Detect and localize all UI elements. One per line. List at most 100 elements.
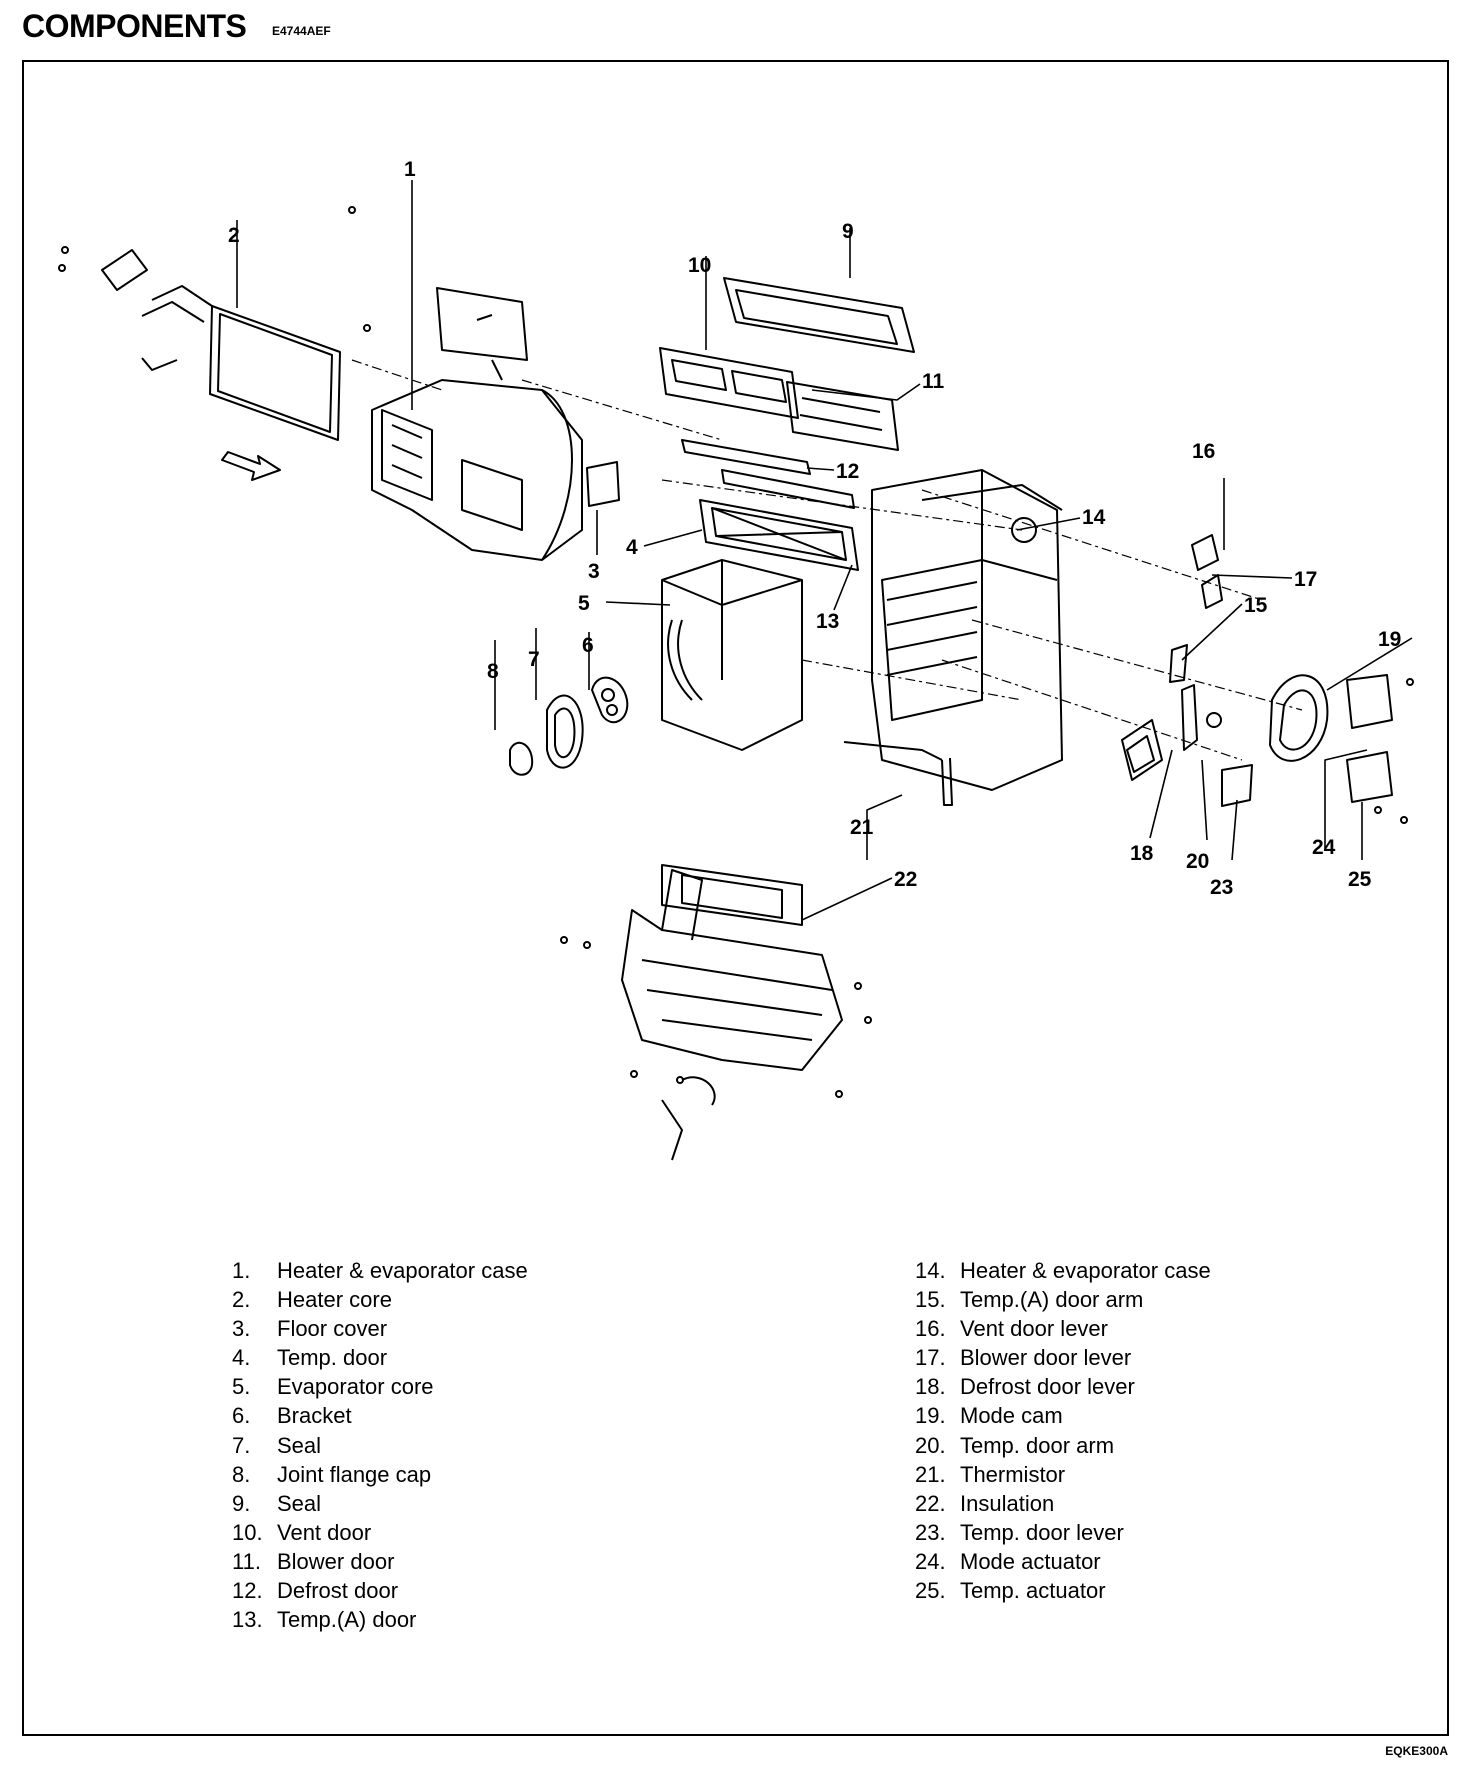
callout-5: 5 <box>578 592 590 615</box>
seal-7-drawing <box>546 694 584 769</box>
legend-label: Defrost door <box>277 1578 399 1604</box>
legend-label: Vent door lever <box>960 1316 1108 1342</box>
legend-number: 13. <box>232 1607 263 1633</box>
right-case-drawing <box>871 469 1063 791</box>
legend-label: Insulation <box>960 1490 1055 1516</box>
lever-drawings <box>1169 534 1253 807</box>
legend-label: Vent door <box>277 1519 372 1545</box>
document-code: E4744AEF <box>272 24 331 38</box>
joint-flange-cap-drawing <box>509 741 534 776</box>
legend-label: Bracket <box>277 1403 352 1429</box>
legend-label: Temp. door <box>277 1345 388 1371</box>
heater-core-drawing <box>101 249 341 441</box>
callout-2: 2 <box>228 224 240 247</box>
defrost-door-drawing <box>681 439 811 475</box>
legend-label: Heater & evaporator case <box>277 1258 528 1283</box>
legend-number: 5. <box>232 1374 251 1400</box>
legend-label: Temp. door lever <box>960 1519 1124 1545</box>
mode-actuator-drawing <box>1346 674 1393 729</box>
legend-number: 16. <box>915 1316 946 1342</box>
exploded-diagram: 1 2 3 4 5 6 7 8 9 10 11 12 13 14 15 16 1… <box>58 158 1414 1161</box>
callout-9: 9 <box>842 220 854 243</box>
legend-number: 7. <box>232 1432 251 1458</box>
callout-16: 16 <box>1192 440 1215 463</box>
legend-number: 22. <box>915 1490 946 1516</box>
temp-actuator-drawing <box>1346 751 1393 803</box>
legend-label: Temp. actuator <box>960 1578 1106 1604</box>
callout-10: 10 <box>688 254 711 277</box>
diagram-frame <box>22 60 1449 1736</box>
legend-label: Mode cam <box>960 1403 1063 1429</box>
legend-number: 21. <box>915 1461 946 1487</box>
callout-20: 20 <box>1186 850 1209 873</box>
legend-label: Floor cover <box>277 1316 388 1342</box>
callout-25: 25 <box>1348 868 1372 891</box>
legend-number: 14. <box>915 1258 946 1283</box>
callout-13: 13 <box>816 610 839 633</box>
legend-number: 25. <box>915 1578 946 1604</box>
legend-label: Blower door lever <box>960 1345 1132 1371</box>
legend-number: 12. <box>232 1578 263 1604</box>
callout-14: 14 <box>1082 506 1106 529</box>
legend-number: 23. <box>915 1519 946 1545</box>
callout-7: 7 <box>528 648 540 671</box>
legend-number: 20. <box>915 1432 946 1458</box>
callout-23: 23 <box>1210 876 1233 899</box>
legend-label: Heater & evaporator case <box>960 1258 1211 1283</box>
callout-8: 8 <box>487 660 499 683</box>
callout-4: 4 <box>626 536 638 559</box>
page-title: COMPONENTS <box>22 8 247 44</box>
legend-number: 17. <box>915 1345 946 1371</box>
callout-12: 12 <box>836 460 859 483</box>
left-case-drawing <box>371 287 583 561</box>
legend-label: Seal <box>277 1432 322 1458</box>
legend-number: 18. <box>915 1374 946 1400</box>
legend-number: 6. <box>232 1403 251 1429</box>
legend-number: 11. <box>232 1548 261 1574</box>
legend-number: 24. <box>915 1548 946 1574</box>
legend-number: 8. <box>232 1461 251 1487</box>
legend-number: 15. <box>915 1287 946 1313</box>
floor-cover-drawing <box>586 461 620 507</box>
callout-18: 18 <box>1130 842 1154 865</box>
legend-label: Temp. door arm <box>960 1432 1115 1458</box>
callout-3: 3 <box>588 560 600 583</box>
legend-number: 10. <box>232 1519 263 1545</box>
legend-label: Temp.(A) door <box>277 1607 417 1633</box>
callout-1: 1 <box>404 158 416 181</box>
vent-door-drawing <box>659 347 799 419</box>
direction-arrow-icon <box>221 451 281 481</box>
legend-number: 9. <box>232 1490 251 1516</box>
blower-door-drawing <box>786 381 899 451</box>
screw-icons <box>58 206 1414 1098</box>
seal-9-drawing <box>723 277 915 353</box>
legend-label: Temp.(A) door arm <box>960 1287 1144 1313</box>
lower-case-drawing <box>621 869 843 1161</box>
callout-6: 6 <box>582 634 594 657</box>
insulation-drawing <box>661 864 803 926</box>
legend-label: Thermistor <box>960 1461 1066 1487</box>
legend-label: Evaporator core <box>277 1374 434 1400</box>
figure-reference-code: EQKE300A <box>1385 1744 1448 1758</box>
legend-number: 1. <box>232 1258 251 1283</box>
legend-label: Blower door <box>277 1548 395 1574</box>
mode-cam-drawing <box>1269 674 1329 762</box>
legend-label: Joint flange cap <box>277 1461 432 1487</box>
legend-label: Seal <box>277 1490 322 1516</box>
callout-19: 19 <box>1378 628 1401 651</box>
evaporator-core-drawing <box>661 559 803 751</box>
callout-24: 24 <box>1312 836 1336 859</box>
legend-number: 19. <box>915 1403 946 1429</box>
callout-21: 21 <box>850 816 874 839</box>
leader-lines <box>236 180 1413 921</box>
legend-label: Mode actuator <box>960 1548 1101 1574</box>
thermistor-drawing <box>843 741 953 806</box>
callout-22: 22 <box>894 868 917 891</box>
legend-label: Defrost door lever <box>960 1374 1135 1400</box>
temp-door-drawing <box>699 499 859 571</box>
legend-number: 2. <box>232 1287 251 1313</box>
legend-number: 4. <box>232 1345 251 1371</box>
callout-11: 11 <box>922 370 945 393</box>
legend-label: Heater core <box>277 1287 392 1313</box>
bracket-drawing <box>591 676 629 724</box>
